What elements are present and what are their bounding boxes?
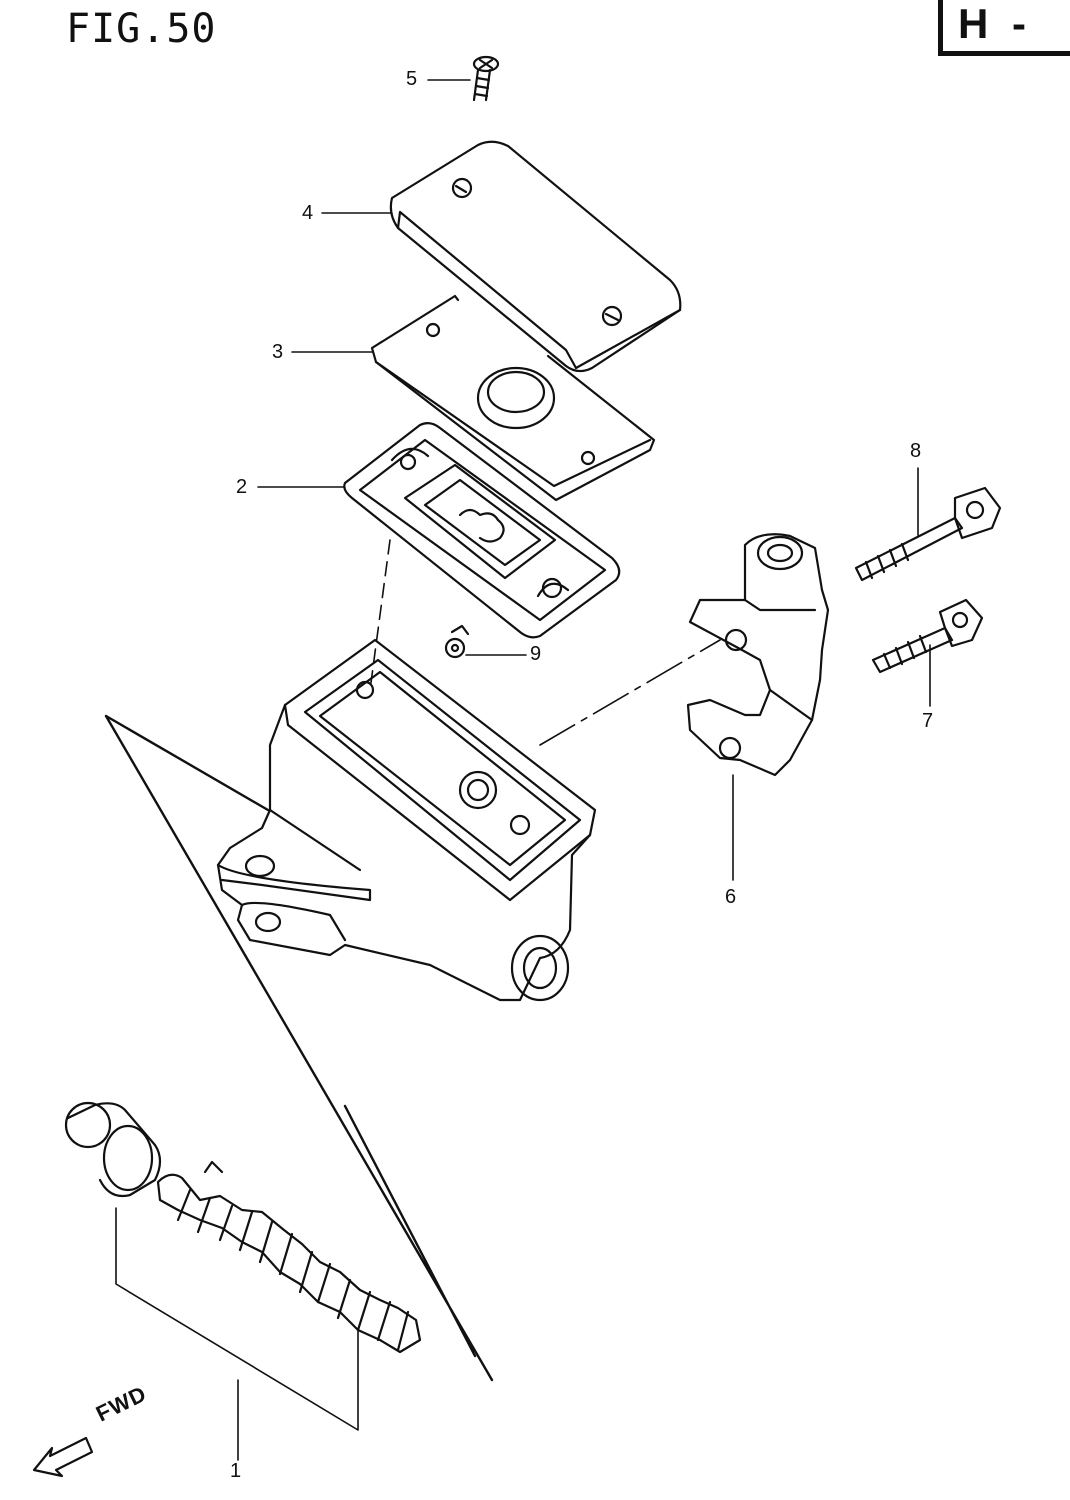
reservoir-cap-part-4 [389,140,682,373]
callout-7: 7 [922,710,934,732]
washer-part-9 [444,624,470,659]
diaphragm-plate-part-3 [370,294,656,502]
fwd-arrow-icon [32,1436,94,1478]
bolt-part-7 [871,598,984,674]
section-label: H - [958,0,1032,47]
callout-9: 9 [530,643,542,665]
callout-3: 3 [272,341,284,363]
piston-kit-part-1 [64,1101,422,1354]
figure-title: FIG.50 [66,6,217,52]
callout-2: 2 [236,476,248,498]
diaphragm-part-2 [343,421,621,639]
section-box [938,0,1070,56]
callout-8: 8 [910,440,922,462]
assembly-outline [104,714,494,1382]
leader-lines [115,79,931,1461]
holder-part-6 [686,533,830,777]
screw-part-5 [472,55,500,102]
callout-6: 6 [725,886,737,908]
callout-1: 1 [230,1460,242,1482]
callout-5: 5 [406,68,418,90]
master-cylinder-body [216,638,597,1002]
callout-4: 4 [302,202,314,224]
bolt-part-8 [854,486,1002,582]
